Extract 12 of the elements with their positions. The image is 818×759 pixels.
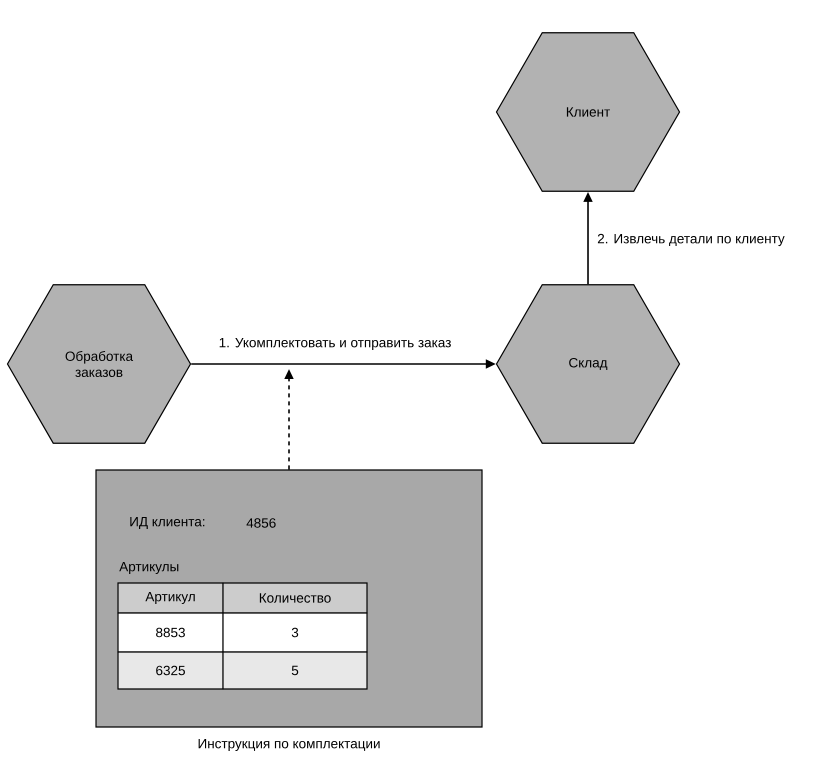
hexagon-node: Обработка заказов: [6, 284, 192, 444]
hexagon-node: Склад: [496, 284, 680, 444]
table-cell: 5: [222, 651, 368, 690]
hexagon-node: Клиент: [496, 32, 680, 192]
table-cell: Количество: [222, 582, 368, 614]
node-label: Инструкция по комплектации: [198, 738, 380, 752]
table-cell: 8853: [117, 612, 224, 653]
edge-label: 2. Извлечь детали по клиенту: [596, 232, 786, 248]
table-cell: Артикул: [117, 582, 224, 614]
table-cell: 3: [222, 612, 368, 653]
table-cell: 6325: [117, 651, 224, 690]
edge-label: 1. Укомплектовать и отправить заказ: [218, 336, 452, 352]
